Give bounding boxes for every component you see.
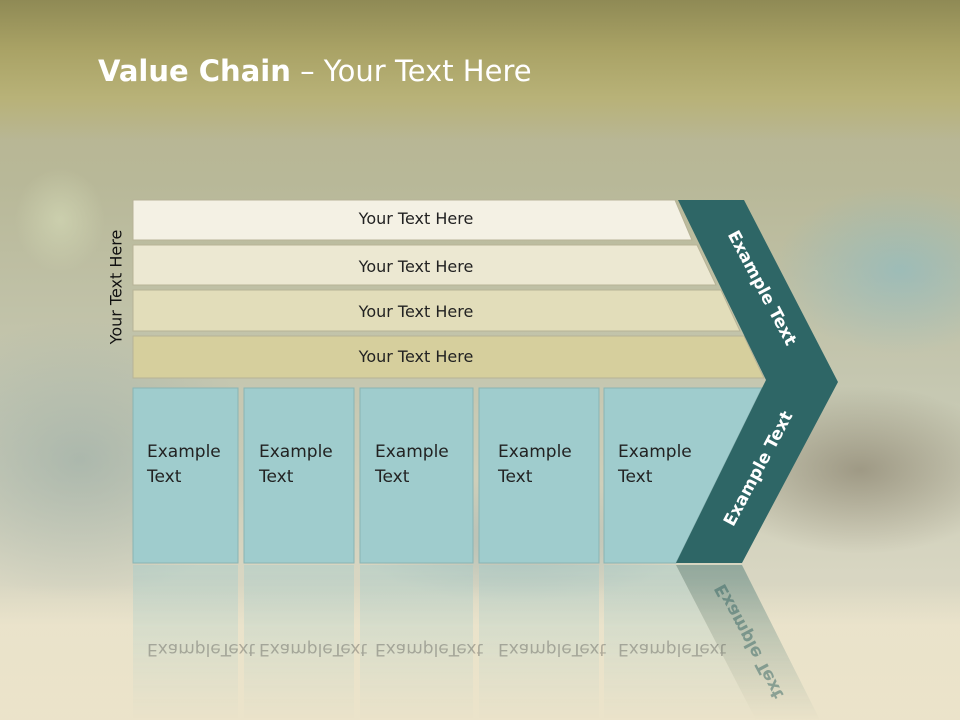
title-rest: – Your Text Here: [290, 54, 532, 88]
cell-4-refl-line1: Example: [498, 639, 572, 659]
cell-3-refl-line2: Text: [448, 639, 484, 659]
cell-1-refl-line2: Text: [220, 639, 256, 659]
cell-3: [359, 387, 474, 564]
cell-1-reflection: ExampleText: [147, 636, 255, 661]
cell-5-refl-line1: Example: [618, 639, 692, 659]
slide-title: Value Chain – Your Text Here: [98, 54, 532, 88]
cell-5-reflection: ExampleText: [618, 636, 726, 661]
reflection: [133, 565, 820, 720]
bar-3: [132, 289, 741, 332]
cell-1-refl-line1: Example: [147, 639, 221, 659]
chevron-arrow: [676, 200, 838, 563]
bar-1-text: Your Text Here: [358, 209, 474, 228]
cell-2-line2: Text: [259, 467, 294, 487]
bar-1: [132, 199, 693, 241]
cell-4-refl-line2: Text: [571, 639, 607, 659]
cell-1-line2: Text: [147, 467, 182, 487]
bar-2-text: Your Text Here: [358, 257, 474, 276]
cell-1-line1: Example: [147, 442, 221, 462]
cell-3-refl-line1: Example: [375, 639, 449, 659]
bar-3-text: Your Text Here: [358, 302, 474, 321]
cell-2-refl-line2: Text: [332, 639, 368, 659]
bar-4: [132, 335, 765, 379]
cell-3-reflection: ExampleText: [375, 636, 483, 661]
cell-4-reflection: ExampleText: [498, 636, 606, 661]
cell-4: [478, 387, 600, 564]
cell-3-line1: Example: [375, 442, 449, 462]
title-bold: Value Chain: [98, 54, 291, 88]
cell-1: [132, 387, 239, 564]
cell-5-refl-line2: Text: [691, 639, 727, 659]
bar-2: [132, 244, 717, 286]
cell-2-reflection: ExampleText: [259, 636, 367, 661]
cell-4-line1: Example: [498, 442, 572, 462]
cell-5-line2: Text: [618, 467, 653, 487]
cell-5-line1: Example: [618, 442, 692, 462]
cell-2-refl-line1: Example: [259, 639, 333, 659]
bar-4-text: Your Text Here: [358, 347, 474, 366]
cell-2: [243, 387, 355, 564]
cell-3-line2: Text: [375, 467, 410, 487]
cell-4-line2: Text: [498, 467, 533, 487]
cell-2-line1: Example: [259, 442, 333, 462]
